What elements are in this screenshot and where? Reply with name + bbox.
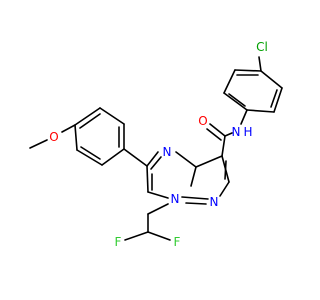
bond [258,56,262,72]
molecule-diagram: Cl N H O O N N N F F [29,40,283,249]
atom-labels: Cl N H O O N N N F F [49,40,268,249]
bond [61,124,76,133]
bond [273,87,283,113]
bonds [29,56,283,241]
bond [206,128,222,141]
bond [260,70,283,89]
bond [150,156,162,170]
bond [80,146,101,160]
bond [99,107,125,125]
bond [123,148,148,167]
bond [101,148,125,166]
bond [147,203,169,215]
pyrazole-nitrogen-label: N [210,195,219,209]
bond [147,191,169,199]
bond [223,92,248,111]
bond [221,135,226,157]
carbonyl-oxygen-label: O [198,114,207,128]
pyrimidine-nitrogen-label: N [163,145,172,159]
bond [146,165,149,193]
bond [181,196,209,200]
bond [29,139,48,149]
bond [185,202,207,205]
fluorine-right-label: F [174,235,181,249]
bond [147,231,171,241]
bond [195,155,223,168]
bond [74,107,101,126]
bond [246,109,275,113]
bond [209,123,226,137]
chlorine-atom-label: Cl [256,40,268,54]
amide-hydrogen-label: H [243,125,252,139]
bond [190,166,197,187]
bond [76,149,103,166]
bond [223,69,236,94]
bond [79,113,101,129]
bond [224,132,233,137]
bond [146,151,159,167]
amide-nitrogen-label: N [232,125,241,139]
bond [234,69,262,72]
bond [175,151,197,168]
bond [228,93,246,107]
methoxy-oxygen-label: O [49,130,58,144]
bond [219,181,230,197]
bond [270,89,278,108]
bond [124,231,149,241]
bridgehead-nitrogen-label: N [171,192,180,206]
bond [74,124,78,151]
bond [240,109,248,125]
fluorine-left-label: F [115,235,122,249]
bond [224,160,227,180]
